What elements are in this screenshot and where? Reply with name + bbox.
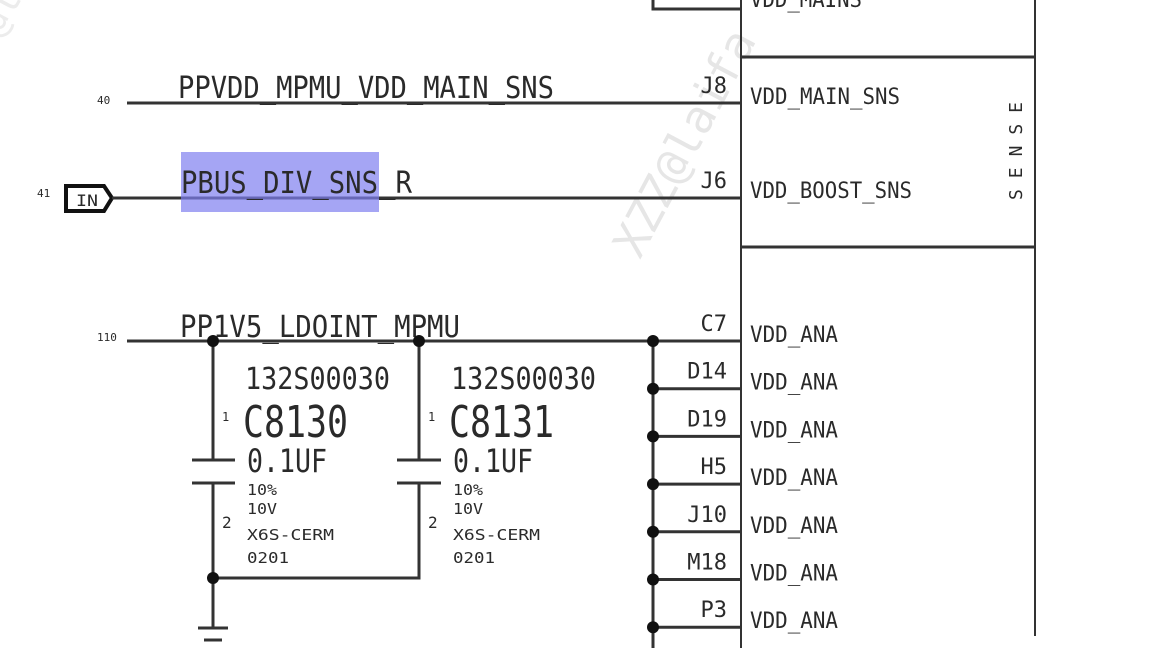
net-boost-sns[interactable]: 41 IN PBUS_DIV_SNS _R J6 VDD_BOOST_SNS	[37, 152, 912, 213]
pin-name: VDD_BOOST_SNS	[750, 179, 912, 204]
pin-row-d19[interactable]: D19 VDD_ANA	[647, 407, 838, 443]
page-ref: 41	[37, 187, 50, 200]
tolerance: 10%	[453, 481, 483, 499]
dielectric: X6S-CERM	[453, 526, 540, 544]
pin-name: VDD_ANA	[750, 323, 838, 348]
port-label: IN	[76, 191, 98, 210]
pin-row-d14[interactable]: D14 VDD_ANA	[647, 360, 838, 396]
pin-number: M18	[687, 551, 727, 576]
pin-1-label: 1	[222, 410, 229, 424]
pin-number: H5	[701, 455, 728, 480]
pin-number: J6	[701, 169, 728, 194]
reference-designator: C8131	[449, 397, 554, 448]
package-size: 0201	[247, 549, 289, 567]
voltage-rating: 10V	[247, 500, 277, 518]
watermark-corner: @laifa	[0, 0, 77, 45]
pin-name: VDD_ANA	[750, 514, 838, 539]
pin-2-label: 2	[222, 513, 232, 532]
pin-row-c7[interactable]: C7 VDD_ANA	[647, 312, 838, 348]
pin-1-label: 1	[428, 410, 435, 424]
page-ref: 110	[97, 331, 117, 344]
ground-icon	[198, 626, 228, 642]
pin-name: VDD_MAIN_SNS	[750, 85, 900, 110]
net-name: PPVDD_MPMU_VDD_MAIN_SNS	[178, 71, 554, 106]
junction-dot	[647, 525, 659, 538]
capacitance-value: 0.1UF	[453, 442, 533, 480]
dielectric: X6S-CERM	[247, 526, 334, 544]
pin-name: VDD_ANA	[750, 466, 838, 491]
pin-number: J8	[701, 74, 728, 99]
junction-dot	[647, 430, 659, 443]
top-pin-name: VDD_MAINS	[750, 0, 862, 13]
junction-dot	[647, 621, 659, 634]
reference-designator: C8130	[243, 397, 348, 448]
pin-number: P3	[701, 598, 728, 623]
ic-block: VDD_MAINS SENSE	[651, 0, 1036, 648]
pin-number: D14	[687, 360, 727, 385]
junction-dot	[647, 382, 659, 395]
pin-number: C7	[701, 312, 728, 337]
pin-row-h5[interactable]: H5 VDD_ANA	[647, 455, 838, 491]
pin-row-p3[interactable]: P3 VDD_ANA	[647, 598, 838, 634]
voltage-rating: 10V	[453, 500, 483, 518]
net-main-sns[interactable]: 40 PPVDD_MPMU_VDD_MAIN_SNS J8 VDD_MAIN_S…	[97, 71, 900, 110]
pin-number: J10	[687, 503, 727, 528]
section-label-sense: SENSE	[1006, 102, 1027, 200]
pin-row-m18[interactable]: M18 VDD_ANA	[647, 551, 838, 587]
capacitance-value: 0.1UF	[247, 442, 327, 480]
part-number: 132S00030	[451, 362, 596, 397]
junction-dot	[647, 478, 659, 491]
package-size: 0201	[453, 549, 495, 567]
junction-dot	[647, 573, 659, 586]
selection-highlight	[181, 152, 379, 212]
pin-row-j10[interactable]: J10 VDD_ANA	[647, 503, 838, 539]
pin-name: VDD_ANA	[750, 562, 838, 587]
pin-name: VDD_ANA	[750, 371, 838, 396]
junction-dot	[647, 335, 659, 347]
net-name-suffix: _R	[379, 166, 413, 201]
capacitor-wiring	[192, 335, 441, 642]
pin-name: VDD_ANA	[750, 609, 838, 634]
pin-number: D19	[687, 407, 727, 432]
page-ref: 40	[97, 94, 110, 107]
pin-name: VDD_ANA	[750, 418, 838, 443]
tolerance: 10%	[247, 481, 277, 499]
input-port	[64, 184, 115, 213]
net-name[interactable]: PBUS_DIV_SNS	[181, 166, 378, 201]
pin-2-label: 2	[428, 513, 438, 532]
part-number: 132S00030	[245, 362, 390, 397]
